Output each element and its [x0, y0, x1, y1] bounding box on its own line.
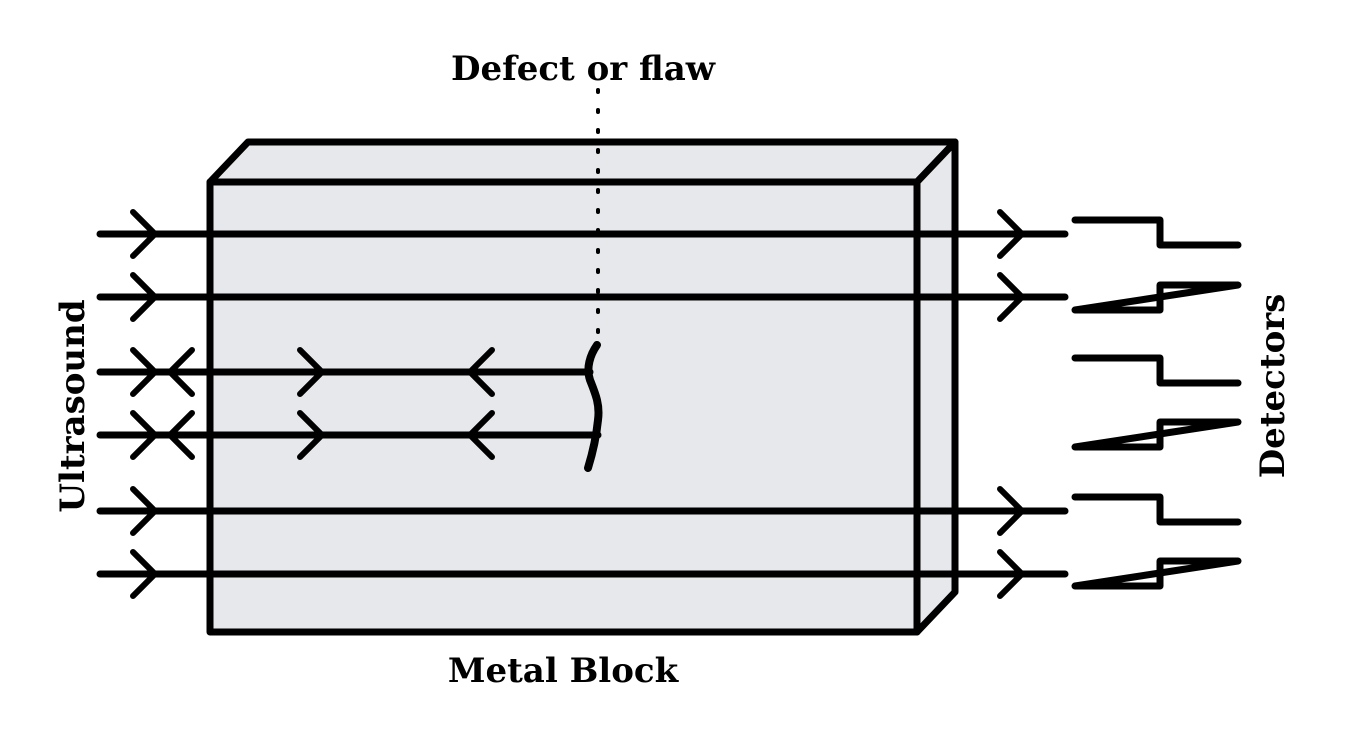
arrow-right-icon — [130, 272, 158, 322]
arrow-left-icon — [167, 347, 195, 397]
arrow-right-icon — [297, 410, 325, 460]
arrow-right-icon — [997, 272, 1025, 322]
arrow-right-icon — [130, 410, 158, 460]
metal-block-side-face — [913, 138, 959, 636]
detectors — [1071, 216, 1242, 590]
metal-block-front-face — [206, 178, 921, 636]
ultrasound-label: Ultrasound — [53, 299, 93, 512]
detector-1-icon — [1071, 216, 1242, 314]
detector-2-icon — [1071, 354, 1242, 451]
defect-label: Defect or flaw — [451, 49, 716, 89]
incoming-arrowheads — [130, 209, 158, 599]
arrow-right-icon — [997, 549, 1025, 599]
arrow-left-icon — [467, 347, 495, 397]
metal-block-top-face — [206, 138, 959, 186]
arrow-right-icon — [297, 347, 325, 397]
defect-flaw-shape — [584, 341, 603, 472]
detector-3-icon — [1071, 493, 1242, 590]
arrow-left-icon — [167, 410, 195, 460]
metal-block — [206, 138, 959, 636]
transmitted-beams — [96, 230, 1069, 578]
metal-block-label: Metal Block — [448, 651, 680, 691]
arrow-right-icon — [130, 486, 158, 536]
arrow-right-icon — [997, 486, 1025, 536]
returning-arrowheads-left — [167, 347, 195, 460]
arrow-left-icon — [467, 410, 495, 460]
inside-block-arrowheads — [297, 347, 495, 460]
detectors-label: Detectors — [1253, 294, 1293, 479]
arrow-right-icon — [130, 209, 158, 259]
outgoing-arrowheads — [997, 209, 1025, 599]
arrow-right-icon — [997, 209, 1025, 259]
arrow-right-icon — [130, 549, 158, 599]
reflected-beams — [96, 368, 602, 439]
arrow-right-icon — [130, 347, 158, 397]
